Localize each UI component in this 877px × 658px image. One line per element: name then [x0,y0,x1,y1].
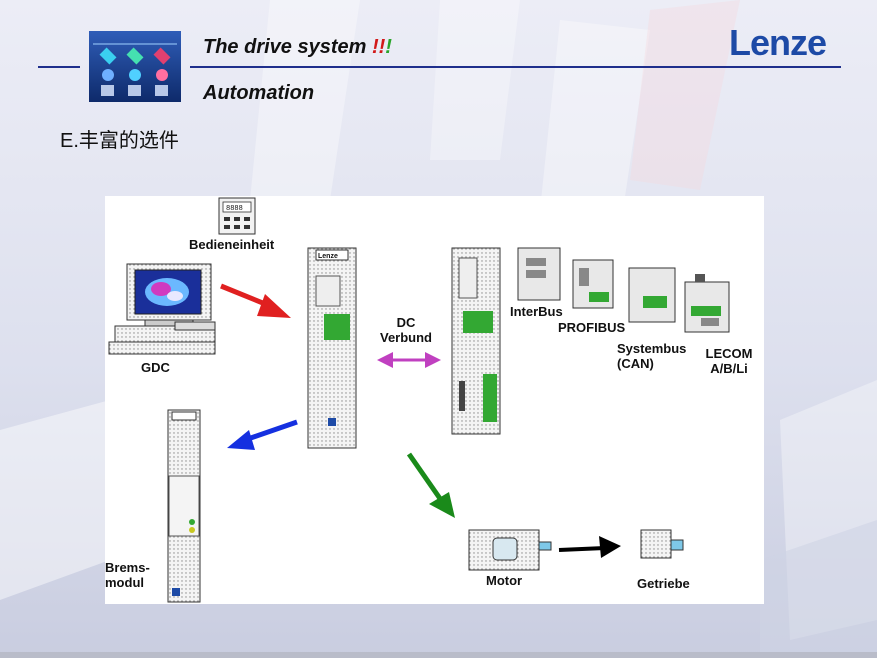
keypad-device: 8888 [218,197,256,235]
label-brake-line1: Brems- [105,560,150,575]
header-rule-right [190,66,841,68]
label-dc-link-line2: Verbund [379,330,432,345]
label-profibus: PROFIBUS [558,320,626,335]
arrow-green [406,452,455,518]
label-keypad: Bedieneinheit [189,237,275,252]
arrow-red [220,283,291,318]
motor-device [468,529,552,571]
brake-module [167,409,201,603]
label-brake-module: Brems- modul [105,560,150,590]
controller-unit-2 [451,247,501,435]
label-lecom-line1: LECOM [705,346,753,361]
arrow-black [558,536,621,558]
label-gearbox: Getriebe [637,576,690,591]
label-motor: Motor [486,573,523,588]
lecom-module [684,274,730,333]
profibus-module [572,259,614,309]
label-systembus: Systembus (CAN) [617,341,686,371]
label-dc-link-line1: DC [396,315,416,330]
label-lecom-line2: A/B/Li [710,361,748,376]
diagram-drawing: 8888 [108,197,730,603]
svg-text:Lenze: Lenze [318,253,338,260]
page-subtitle: Automation [203,82,315,104]
systembus-module [628,267,676,323]
gearbox-device [640,529,684,559]
controller-unit: Lenze [307,247,357,449]
brand-logo: Lenze [729,22,827,63]
label-gdc: GDC [141,360,170,375]
header-thumbnail-image [89,31,181,102]
label-systembus-line2: (CAN) [617,356,654,371]
label-brake-line2: modul [105,575,144,590]
page-title: The drive system !!! [203,36,392,58]
interbus-module [517,247,561,301]
title-exclaim-green: ! [385,36,392,58]
label-interbus: InterBus [510,304,563,319]
bottom-bar [0,652,877,658]
label-lecom: LECOM A/B/Li [701,346,757,376]
system-diagram: 8888 [105,196,764,604]
svg-text:8888: 8888 [226,205,243,213]
arrow-magenta [377,352,441,368]
label-systembus-line1: Systembus [617,341,687,356]
pc-computer [108,263,216,355]
section-heading: E.丰富的选件 [60,130,179,152]
arrow-blue [227,419,298,450]
title-exclaim-red: !! [371,36,386,58]
label-dc-link: DC Verbund [377,315,435,345]
header-rule-left [38,66,80,68]
